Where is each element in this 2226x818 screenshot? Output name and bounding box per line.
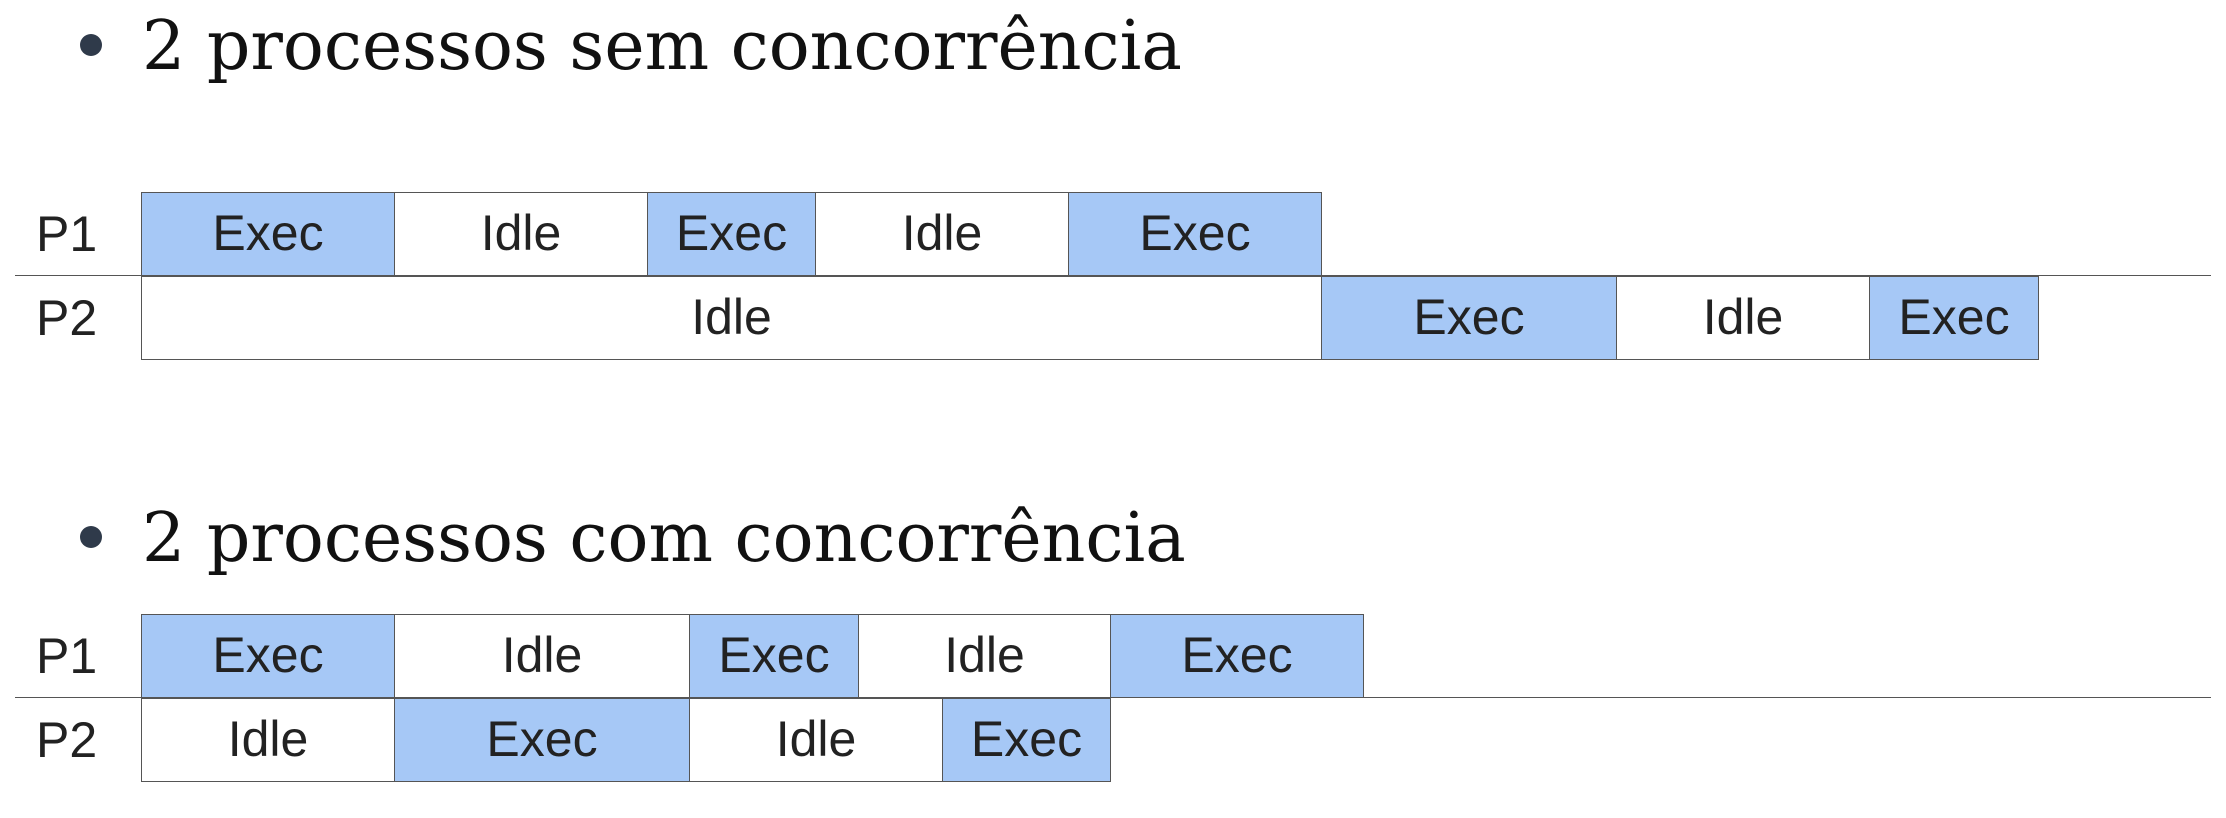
- heading-text: 2 processos com concorrência: [142, 499, 1186, 578]
- idle-segment: Idle: [815, 192, 1069, 276]
- process-label-p2: P2: [36, 290, 98, 346]
- idle-segment: Idle: [141, 276, 1322, 360]
- section-heading-2: 2 processos com concorrência: [0, 494, 1400, 584]
- process-label-p1: P1: [36, 628, 98, 684]
- idle-segment: Idle: [1616, 276, 1870, 360]
- process-label-p1: P1: [36, 206, 98, 262]
- idle-segment: Idle: [394, 192, 648, 276]
- idle-segment: Idle: [858, 614, 1111, 698]
- exec-segment: Exec: [1869, 276, 2039, 360]
- bullet-icon: [80, 34, 102, 56]
- exec-segment: Exec: [1321, 276, 1617, 360]
- idle-segment: Idle: [394, 614, 690, 698]
- bullet-icon: [80, 526, 102, 548]
- exec-segment: Exec: [1068, 192, 1322, 276]
- process-label-p2: P2: [36, 712, 98, 768]
- exec-segment: Exec: [141, 192, 395, 276]
- exec-segment: Exec: [942, 698, 1111, 782]
- idle-segment: Idle: [689, 698, 943, 782]
- exec-segment: Exec: [689, 614, 859, 698]
- idle-segment: Idle: [141, 698, 395, 782]
- exec-segment: Exec: [1110, 614, 1364, 698]
- exec-segment: Exec: [394, 698, 690, 782]
- exec-segment: Exec: [647, 192, 816, 276]
- heading-text: 2 processos sem concorrência: [142, 7, 1182, 86]
- exec-segment: Exec: [141, 614, 395, 698]
- section-heading-1: 2 processos sem concorrência: [0, 2, 1400, 92]
